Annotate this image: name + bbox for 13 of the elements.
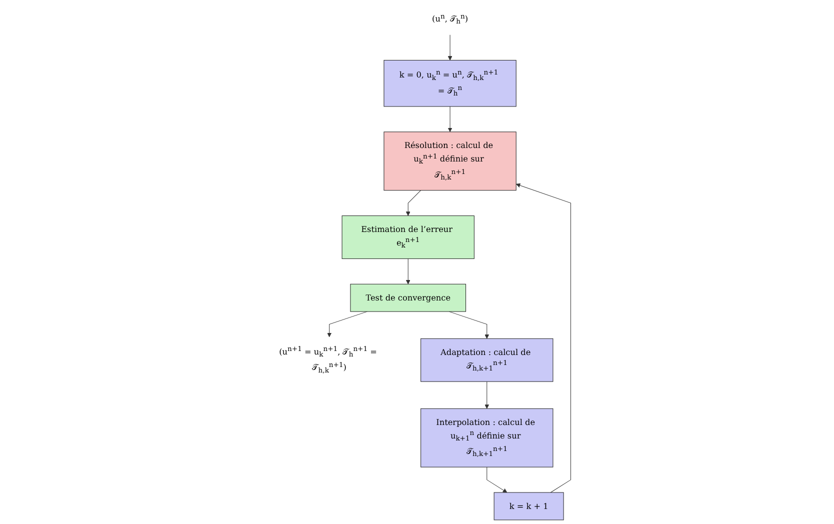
node-text: (u$^{n+1}$ = u$_{k}$$^{n+1}$, 𝒯$_{h}$$^{n+1}$ = 𝒯$_{h,k}$$^{n+1}$) [279, 346, 377, 374]
arrow [486, 466, 508, 493]
arrow [516, 183, 571, 493]
node-box: k = k + 1 [494, 492, 564, 520]
arrow [327, 311, 368, 338]
arrow [484, 381, 490, 409]
node-box: Test de convergence [350, 284, 466, 312]
arrow [448, 106, 452, 132]
arrow [448, 311, 490, 339]
arrow [406, 258, 410, 284]
arrow [448, 34, 452, 60]
node-text: (u$^{n}$, 𝒯$_{h}$$^{n}$) [432, 12, 468, 26]
arrow [406, 190, 422, 216]
